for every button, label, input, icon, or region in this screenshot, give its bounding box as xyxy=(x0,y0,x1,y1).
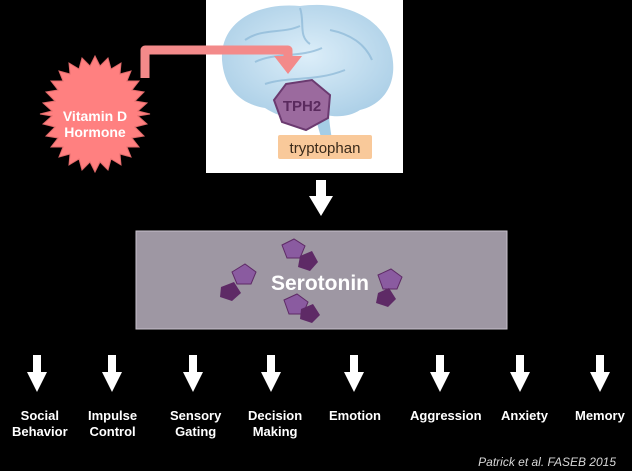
outcome-line1: Social xyxy=(20,408,59,423)
molecule-pair-bottom xyxy=(283,293,320,323)
outcome-line1: Emotion xyxy=(329,408,381,423)
tryptophan-box xyxy=(278,135,372,159)
outcome-line2: Control xyxy=(89,424,136,439)
outcome-line2: Making xyxy=(252,424,298,439)
outcome-emotion: Emotion xyxy=(329,408,381,424)
serotonin-molecules xyxy=(220,238,403,323)
hormone-to-enzyme-arrow xyxy=(140,45,302,78)
outcome-impulse-control: Impulse Control xyxy=(88,408,137,440)
hormone-label-line2: Hormone xyxy=(64,124,126,140)
hormone-label-line1: Vitamin D xyxy=(63,108,127,124)
outcome-line2: Gating xyxy=(175,424,217,439)
outcome-memory: Memory xyxy=(575,408,625,424)
arrow-decision-making xyxy=(261,355,281,392)
tph2-label: TPH2 xyxy=(283,98,321,115)
outcome-line1: Sensory xyxy=(170,408,222,423)
serotonin-label: Serotonin xyxy=(271,272,369,295)
enzyme-to-serotonin-arrow xyxy=(309,180,333,216)
outcome-anxiety: Anxiety xyxy=(501,408,548,424)
outcome-line1: Memory xyxy=(575,408,625,423)
outcome-line1: Aggression xyxy=(410,408,482,423)
outcome-decision-making: Decision Making xyxy=(248,408,302,440)
outcome-line1: Anxiety xyxy=(501,408,548,423)
arrow-anxiety xyxy=(510,355,530,392)
arrow-aggression xyxy=(430,355,450,392)
serotonin-box xyxy=(135,230,508,330)
arrow-sensory-gating xyxy=(183,355,203,392)
molecule-pair-top xyxy=(281,238,318,271)
tryptophan-label: tryptophan xyxy=(290,140,361,157)
molecule-pair-right xyxy=(376,268,403,307)
molecule-pair-left xyxy=(220,263,257,301)
outcome-sensory-gating: Sensory Gating xyxy=(170,408,221,440)
outcome-line1: Impulse xyxy=(88,408,138,423)
tph2-enzyme-shape xyxy=(272,78,332,132)
citation: Patrick et al. FASEB 2015 xyxy=(478,455,616,469)
outcome-line2: Behavior xyxy=(12,424,68,439)
arrow-memory xyxy=(590,355,610,392)
outcome-social-behavior: Social Behavior xyxy=(12,408,68,440)
outcome-aggression: Aggression xyxy=(410,408,482,424)
arrow-social-behavior xyxy=(27,355,47,392)
outcome-arrows xyxy=(27,355,610,392)
outcome-line1: Decision xyxy=(248,408,303,423)
arrow-emotion xyxy=(344,355,364,392)
arrow-impulse-control xyxy=(102,355,122,392)
hormone-burst-shape xyxy=(39,54,151,174)
